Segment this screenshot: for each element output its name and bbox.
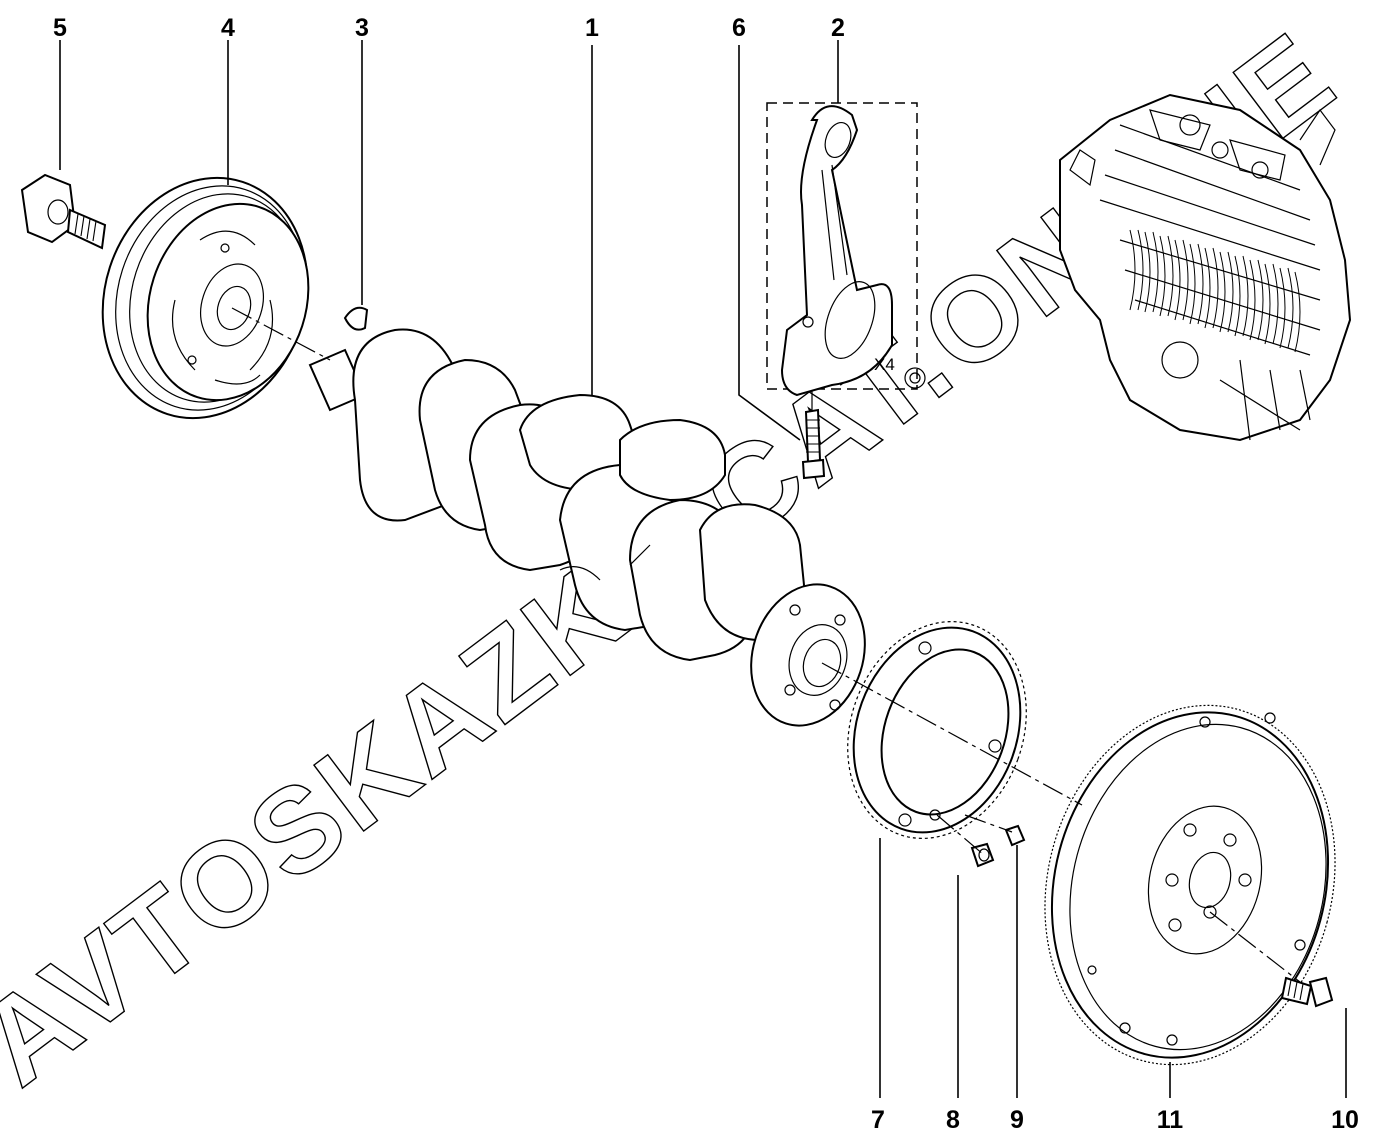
callout-5: 5 [53,14,67,42]
part-reluctor-ring [847,621,1027,839]
part-pulley-bolt [20,173,107,250]
part-flywheel-bolt [1280,976,1334,1008]
callout-2: 2 [831,14,845,42]
part-rod-bolt [801,408,826,480]
part-woodruff-key [343,306,369,331]
part-connecting-rod: X4 [766,102,926,397]
callout-labels: 5 4 3 1 6 2 7 8 9 11 10 [53,14,1359,1134]
leader-lines [59,40,1347,1098]
callout-7: 7 [871,1106,885,1134]
callout-4: 4 [221,14,235,42]
part-dowel-pin [1004,824,1026,847]
part-crankshaft-pulley [101,176,310,420]
part-flywheel [1044,704,1336,1066]
callout-3: 3 [355,14,369,42]
axis-lines [231,307,1301,983]
callout-6: 6 [732,14,746,42]
kit-box [766,102,918,390]
quantity-note: X4 [874,355,895,374]
callout-1: 1 [585,14,599,42]
callout-11: 11 [1157,1106,1184,1134]
engine-thumbnail [1059,93,1352,442]
part-crankshaft [308,328,866,727]
callout-9: 9 [1010,1106,1024,1134]
callout-10: 10 [1331,1106,1359,1134]
callout-8: 8 [946,1106,960,1134]
